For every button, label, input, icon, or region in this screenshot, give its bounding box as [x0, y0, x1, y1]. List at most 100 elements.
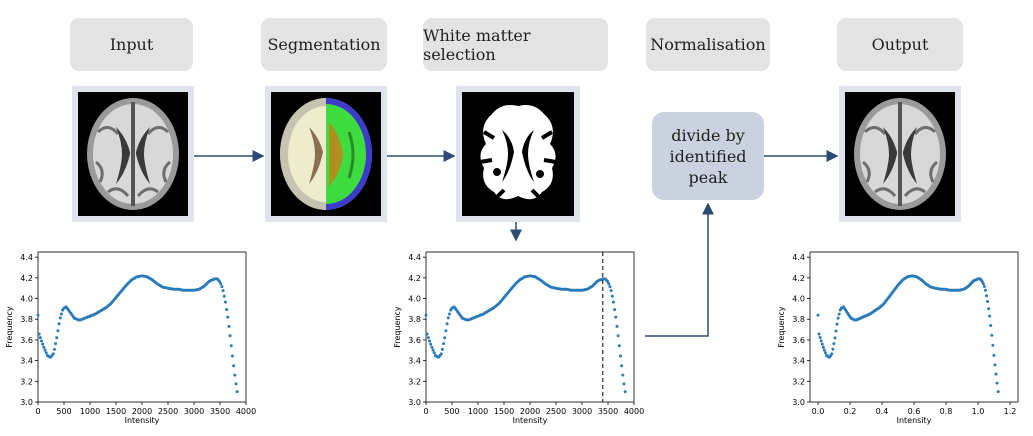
- x-tick-label: 3000: [572, 407, 592, 416]
- data-point: [611, 300, 615, 304]
- x-tick-label: 2500: [546, 407, 566, 416]
- x-tick-label: 4000: [624, 407, 644, 416]
- data-point: [429, 342, 433, 346]
- data-point: [623, 390, 627, 394]
- y-tick-label: 3.0: [408, 398, 421, 407]
- x-tick-label: 2000: [132, 407, 152, 416]
- data-point: [38, 336, 42, 340]
- data-point: [987, 307, 991, 311]
- data-point: [219, 282, 223, 286]
- data-point: [229, 344, 233, 348]
- y-tick-label: 3.0: [20, 398, 33, 407]
- y-tick-label: 3.2: [792, 377, 805, 386]
- data-point: [432, 351, 436, 355]
- data-point: [444, 329, 448, 333]
- x-tick-label: 0: [423, 407, 428, 416]
- data-point: [618, 354, 622, 358]
- data-point: [836, 316, 840, 320]
- y-tick-label: 3.2: [408, 377, 421, 386]
- data-point: [837, 312, 841, 316]
- data-point: [609, 289, 613, 293]
- data-point: [991, 343, 995, 347]
- x-tick-label: 1500: [106, 407, 126, 416]
- x-tick-label: 2000: [520, 407, 540, 416]
- y-tick-label: 4.0: [20, 295, 33, 304]
- data-point: [608, 285, 612, 289]
- data-point: [819, 339, 823, 343]
- stage-normalisation-label: Normalisation: [646, 18, 770, 71]
- data-point: [993, 363, 997, 367]
- data-point: [426, 336, 430, 340]
- data-point: [445, 322, 449, 326]
- data-point: [822, 348, 826, 352]
- y-axis-label: Frequency: [5, 306, 14, 348]
- data-point: [55, 336, 59, 340]
- data-point: [431, 348, 435, 352]
- y-tick-label: 4.0: [408, 295, 421, 304]
- data-point: [622, 382, 626, 386]
- input-brain-image: [72, 86, 194, 222]
- arrow-peak-to-norm: [645, 202, 714, 337]
- x-tick-label: 1500: [494, 407, 514, 416]
- x-tick-label: 0.6: [908, 407, 921, 416]
- data-point: [831, 347, 835, 351]
- x-tick-label: 0.0: [812, 407, 825, 416]
- y-tick-label: 4.0: [792, 295, 805, 304]
- x-tick-label: 3500: [210, 407, 230, 416]
- data-point: [835, 322, 839, 326]
- y-tick-label: 3.8: [408, 315, 421, 324]
- data-point: [221, 289, 225, 293]
- data-point: [832, 342, 836, 346]
- data-point: [610, 294, 614, 298]
- data-point: [234, 382, 238, 386]
- x-tick-label: 2500: [158, 407, 178, 416]
- data-point: [44, 351, 48, 355]
- data-point: [222, 294, 226, 298]
- data-point: [439, 352, 443, 356]
- data-point: [621, 373, 625, 377]
- data-point: [56, 329, 60, 333]
- data-point: [428, 339, 432, 343]
- data-point: [218, 280, 222, 284]
- data-point: [988, 314, 992, 318]
- data-point: [42, 345, 46, 349]
- x-tick-label: 0.8: [940, 407, 953, 416]
- y-tick-label: 3.2: [20, 377, 33, 386]
- output-brain-image: [839, 86, 961, 222]
- data-point: [230, 354, 234, 358]
- data-point: [821, 345, 825, 349]
- stage-input-label: Input: [70, 18, 193, 71]
- data-point: [983, 288, 987, 292]
- data-point: [442, 342, 446, 346]
- data-point: [982, 285, 986, 289]
- y-tick-label: 3.6: [408, 336, 421, 345]
- x-tick-label: 3000: [184, 407, 204, 416]
- y-tick-label: 4.4: [408, 253, 421, 262]
- data-point: [52, 347, 56, 351]
- y-tick-label: 4.4: [792, 253, 805, 262]
- data-point: [40, 339, 44, 343]
- y-axis-label: Frequency: [393, 306, 402, 348]
- data-point: [830, 352, 834, 356]
- data-point: [232, 364, 236, 368]
- x-tick-label: 3500: [598, 407, 618, 416]
- norm-line-3: peak: [688, 167, 728, 187]
- segmentation-brain-image: [265, 86, 387, 222]
- stage-output-label: Output: [837, 18, 963, 71]
- data-point: [226, 315, 230, 319]
- y-tick-label: 3.6: [792, 336, 805, 345]
- data-point: [447, 312, 451, 316]
- data-point: [620, 364, 624, 368]
- data-point: [614, 315, 618, 319]
- norm-line-1: divide by: [671, 125, 745, 145]
- data-point: [981, 282, 985, 286]
- x-axis-label: Intensity: [513, 416, 548, 425]
- data-point: [834, 329, 838, 333]
- data-point: [227, 324, 231, 328]
- x-axis-label: Intensity: [125, 416, 160, 425]
- white-matter-image: [456, 86, 580, 222]
- data-point: [613, 308, 617, 312]
- data-point: [606, 280, 610, 284]
